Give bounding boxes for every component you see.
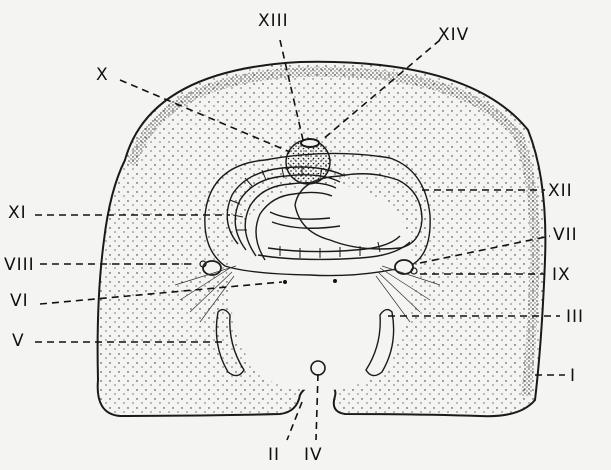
right-dot xyxy=(333,279,337,283)
inner-region xyxy=(227,184,413,390)
label-X: X xyxy=(96,65,109,85)
label-II: II xyxy=(268,445,280,465)
label-III: III xyxy=(566,307,584,327)
label-XII: XII xyxy=(548,181,573,201)
label-XIV: XIV xyxy=(438,25,469,45)
label-IX: IX xyxy=(552,265,571,285)
label-I: I xyxy=(570,366,576,386)
label-VIII: VIII xyxy=(4,255,35,275)
label-V: V xyxy=(12,331,25,351)
label-XI: XI xyxy=(8,203,27,223)
top-vessel xyxy=(301,139,319,147)
label-VII: VII xyxy=(553,225,578,245)
label-VI: VI xyxy=(10,291,29,311)
left-dot xyxy=(283,280,287,284)
label-IV: IV xyxy=(304,445,323,465)
label-XIII: XIII xyxy=(258,11,289,31)
